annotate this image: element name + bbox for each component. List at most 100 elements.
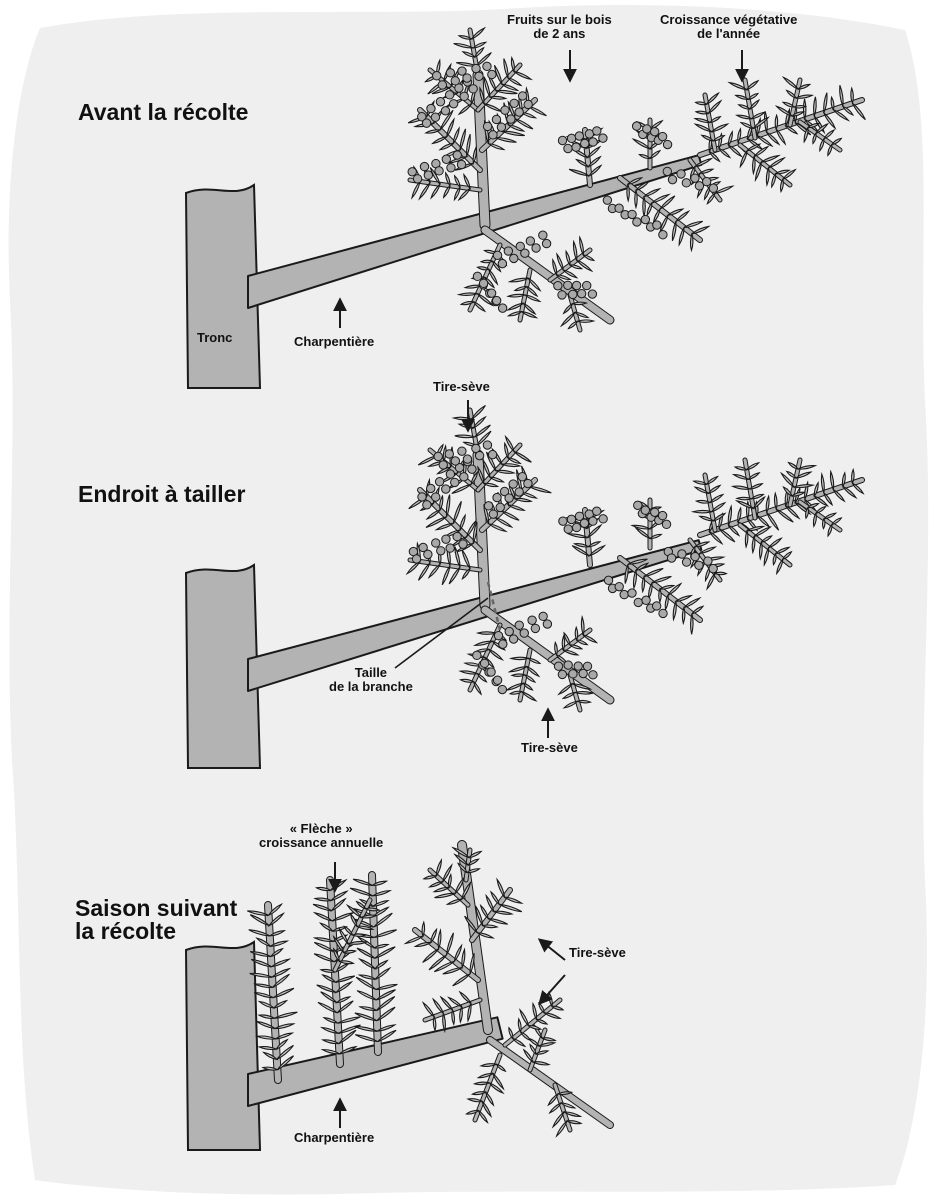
- fruit: [588, 290, 596, 298]
- fruit: [542, 239, 550, 247]
- fruit: [572, 281, 580, 289]
- fruit: [520, 629, 528, 637]
- fruit: [442, 485, 450, 493]
- leaf: [353, 934, 366, 937]
- fruit: [583, 662, 591, 670]
- fruit: [634, 501, 642, 509]
- fruit: [583, 281, 591, 289]
- label-fruits-2yr-wood: Fruits sur le bois de 2 ans: [507, 13, 612, 41]
- fruit: [682, 558, 690, 566]
- leaf: [575, 692, 593, 695]
- fruit: [433, 72, 441, 80]
- fruit: [488, 450, 496, 458]
- fruit: [518, 92, 526, 100]
- fruit: [593, 507, 601, 515]
- fruit: [432, 539, 440, 547]
- fruit: [442, 535, 450, 543]
- fruit: [447, 164, 455, 172]
- fruit: [505, 494, 513, 502]
- fruit: [641, 215, 649, 223]
- fruit: [658, 132, 666, 140]
- fruit: [432, 493, 440, 501]
- fruit: [599, 134, 607, 142]
- leaf: [478, 632, 496, 635]
- fruit: [628, 210, 636, 218]
- fruit: [423, 501, 431, 509]
- fruit: [653, 221, 661, 229]
- fruit: [569, 670, 577, 678]
- leaf: [575, 627, 578, 640]
- fruit: [572, 523, 580, 531]
- fruit: [634, 598, 642, 606]
- leaf: [562, 636, 565, 650]
- fruit: [509, 635, 517, 643]
- fruit: [509, 480, 517, 488]
- panel2-title: Endroit à tailler: [78, 482, 245, 507]
- fruit: [493, 676, 501, 684]
- fruit: [427, 484, 435, 492]
- fruit: [479, 279, 487, 287]
- fruit: [632, 122, 640, 130]
- fruit: [524, 479, 532, 487]
- fruit: [709, 184, 717, 192]
- fruit: [643, 125, 651, 133]
- fruit: [543, 620, 551, 628]
- fruit: [413, 175, 421, 183]
- fruit: [438, 81, 446, 89]
- fruit: [593, 127, 601, 135]
- fruit: [451, 478, 459, 486]
- fruit: [449, 100, 457, 108]
- fruit: [408, 168, 416, 176]
- panel3-title: Saison suivant la récolte: [75, 897, 237, 943]
- fruit: [489, 510, 497, 518]
- fruit: [489, 131, 497, 139]
- fruit: [572, 143, 580, 151]
- fruit: [633, 218, 641, 226]
- fruit: [469, 85, 477, 93]
- leaf: [794, 106, 806, 109]
- fruit: [451, 77, 459, 85]
- fruit: [702, 177, 710, 185]
- fruit: [574, 662, 582, 670]
- fruit: [709, 564, 717, 572]
- fruit: [539, 612, 547, 620]
- leaf: [481, 260, 492, 263]
- fruit: [493, 251, 501, 259]
- fruit: [427, 104, 435, 112]
- fruit: [458, 447, 466, 455]
- fruit: [704, 557, 712, 565]
- fruit: [603, 196, 611, 204]
- fruit: [468, 465, 476, 473]
- leaf: [852, 469, 855, 483]
- fruit: [569, 290, 577, 298]
- fruit: [652, 602, 660, 610]
- fruit: [695, 561, 703, 569]
- fruit: [507, 115, 515, 123]
- fruit: [510, 99, 518, 107]
- leaf: [690, 234, 693, 251]
- fruit: [521, 249, 529, 257]
- fruit: [658, 511, 666, 519]
- fruit: [682, 179, 690, 187]
- leaf: [433, 1017, 436, 1031]
- leaf: [578, 700, 591, 703]
- fruit: [599, 515, 607, 523]
- fruit: [663, 140, 671, 148]
- fruit: [483, 62, 491, 70]
- fruit: [431, 113, 439, 121]
- fruit: [554, 662, 562, 670]
- fruit: [484, 502, 492, 510]
- fruit: [446, 470, 454, 478]
- fruit: [442, 155, 450, 163]
- label-sap-drawer: Tire-sève: [569, 946, 626, 960]
- leaf: [691, 614, 694, 635]
- fruit: [459, 540, 467, 548]
- leaf: [693, 510, 712, 513]
- fruit: [434, 452, 442, 460]
- fruit: [487, 289, 495, 297]
- leaf: [803, 99, 806, 119]
- label-trunk: Tronc: [197, 331, 232, 345]
- fruit: [528, 616, 536, 624]
- fruit: [615, 204, 623, 212]
